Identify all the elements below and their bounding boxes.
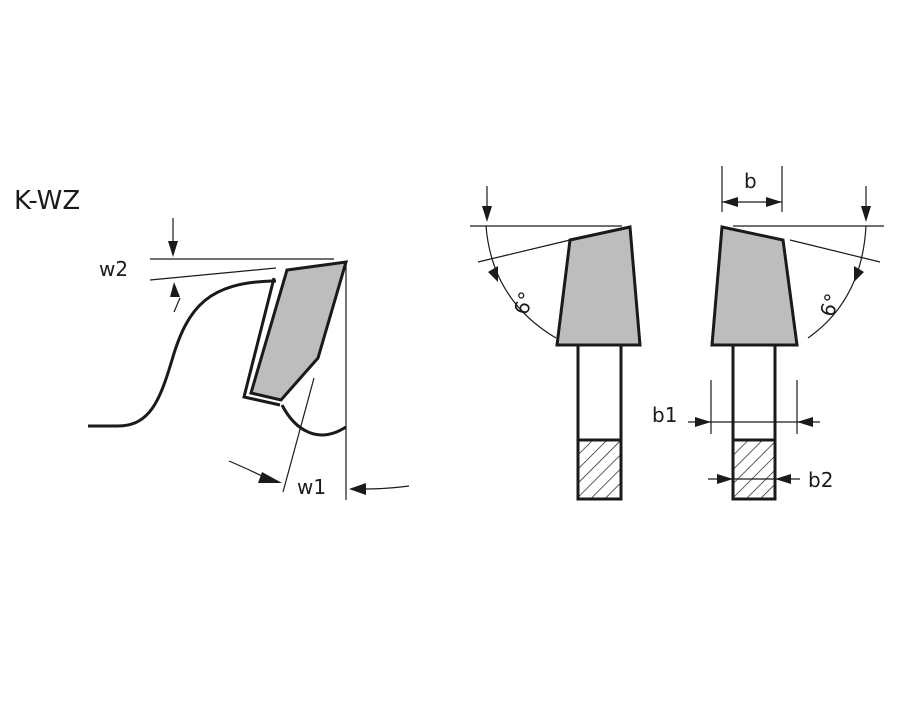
w2-label: w2 bbox=[99, 257, 128, 281]
left-arrow-top-head bbox=[482, 206, 492, 222]
b2-arrow-right-head bbox=[775, 474, 791, 484]
left-plate-hatch bbox=[579, 440, 620, 498]
right-carbide-tip bbox=[710, 225, 799, 347]
gullet-curve bbox=[280, 404, 347, 437]
side-view: w2 w1 bbox=[88, 218, 410, 500]
b2-arrow-left-head bbox=[717, 474, 733, 484]
b-arrow-right-head bbox=[766, 197, 782, 207]
tooth-body bbox=[242, 277, 281, 407]
diagram-title: K-WZ bbox=[14, 186, 80, 216]
left-carbide-tip bbox=[555, 225, 642, 347]
b-arrow-left-head bbox=[722, 197, 738, 207]
right-arrow-top-head bbox=[861, 206, 871, 222]
w2-bottom-line bbox=[149, 267, 277, 281]
right-angle-arc bbox=[807, 225, 867, 339]
left-angle-label: 6° bbox=[509, 289, 539, 318]
w1-arrow-left-head bbox=[258, 472, 282, 483]
w1-arrow-right-head bbox=[349, 483, 366, 495]
carbide-tip bbox=[249, 260, 349, 402]
front-view-right: b 6° b1 b2 bbox=[652, 166, 884, 501]
right-bevel-line bbox=[789, 239, 881, 263]
saw-body-outline bbox=[88, 279, 276, 428]
w2-arrow-bottom-head bbox=[170, 282, 180, 297]
b-label: b bbox=[744, 169, 757, 193]
b2-label: b2 bbox=[808, 468, 833, 492]
face-reference-line bbox=[282, 377, 315, 493]
w2-arrow-top-head bbox=[168, 241, 178, 257]
w1-label: w1 bbox=[297, 475, 326, 499]
left-saw-plate bbox=[576, 343, 623, 501]
w1-arc-left bbox=[228, 460, 267, 479]
left-arrow-bottom-head bbox=[488, 266, 498, 282]
b1-arrow-right-head bbox=[797, 417, 813, 427]
b1-label: b1 bbox=[652, 403, 677, 427]
w2-arrow-bottom-shaft bbox=[173, 297, 181, 313]
front-view-left: 6° bbox=[470, 186, 642, 501]
left-angle-arc bbox=[485, 225, 557, 339]
b1-arrow-left-head bbox=[695, 417, 711, 427]
w1-arc-right bbox=[365, 485, 410, 490]
right-arrow-bottom-head bbox=[854, 266, 864, 282]
right-angle-label: 6° bbox=[815, 291, 845, 320]
right-plate-hatch bbox=[734, 440, 774, 498]
left-bevel-line bbox=[477, 239, 571, 263]
